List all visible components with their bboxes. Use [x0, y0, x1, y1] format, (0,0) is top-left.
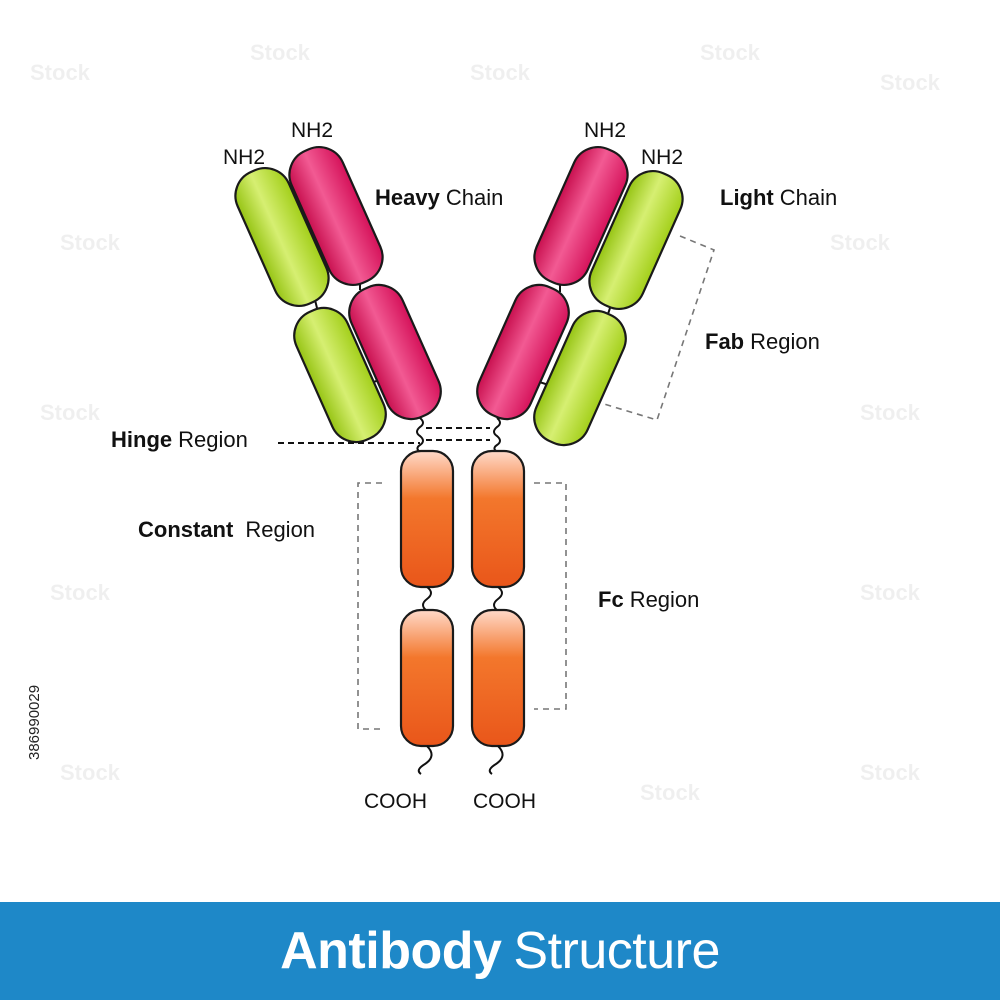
left-heavy-chain-constant	[348, 283, 442, 421]
fab-region-bracket	[603, 235, 715, 421]
svg-text:Stock: Stock	[30, 60, 91, 85]
svg-text:Stock: Stock	[880, 70, 941, 95]
cooh-tail-right	[488, 745, 504, 775]
svg-text:Stock: Stock	[60, 230, 121, 255]
cooh-right-label: COOH	[473, 790, 536, 813]
fc-right-linker	[493, 586, 503, 612]
fc-left-upper	[399, 449, 455, 589]
nh2-heavy-right-label: NH2	[584, 119, 626, 142]
svg-text:Stock: Stock	[470, 60, 531, 85]
left-light-chain-constant	[293, 306, 387, 444]
fc-region-bracket	[534, 482, 567, 710]
right-heavy-chain-constant	[476, 283, 570, 421]
left-light-chain-variable	[234, 167, 330, 307]
constant-region-bracket	[357, 482, 382, 730]
svg-text:Stock: Stock	[860, 580, 921, 605]
nh2-light-left-label: NH2	[223, 146, 265, 169]
nh2-light-right-label: NH2	[641, 146, 683, 169]
cooh-tail-left	[417, 745, 433, 775]
title-regular-part: Structure	[513, 922, 720, 980]
svg-text:Stock: Stock	[830, 230, 891, 255]
left-heavy-chain-variable	[288, 146, 384, 286]
svg-text:Stock: Stock	[860, 760, 921, 785]
fc-right-upper	[470, 449, 526, 589]
title-bold-part: Antibody	[280, 922, 502, 980]
svg-text:Stock: Stock	[700, 40, 761, 65]
nh2-heavy-left-label: NH2	[291, 119, 333, 142]
hinge-wire-right	[493, 417, 501, 454]
fc-left-linker	[422, 586, 432, 612]
svg-text:Stock: Stock	[50, 580, 111, 605]
svg-text:Stock: Stock	[640, 780, 701, 805]
cooh-left-label: COOH	[364, 790, 427, 813]
svg-text:Stock: Stock	[60, 760, 121, 785]
right-light-chain-variable	[588, 170, 684, 310]
hinge-wire-left	[416, 417, 424, 454]
fc-left-lower	[399, 608, 455, 748]
stock-id-label: 386990029	[26, 684, 43, 760]
right-heavy-chain-variable	[533, 146, 629, 286]
svg-text:Stock: Stock	[250, 40, 311, 65]
svg-text:Stock: Stock	[40, 400, 101, 425]
fc-right-lower	[470, 608, 526, 748]
svg-text:Stock: Stock	[860, 400, 921, 425]
right-light-chain-constant	[533, 309, 627, 447]
